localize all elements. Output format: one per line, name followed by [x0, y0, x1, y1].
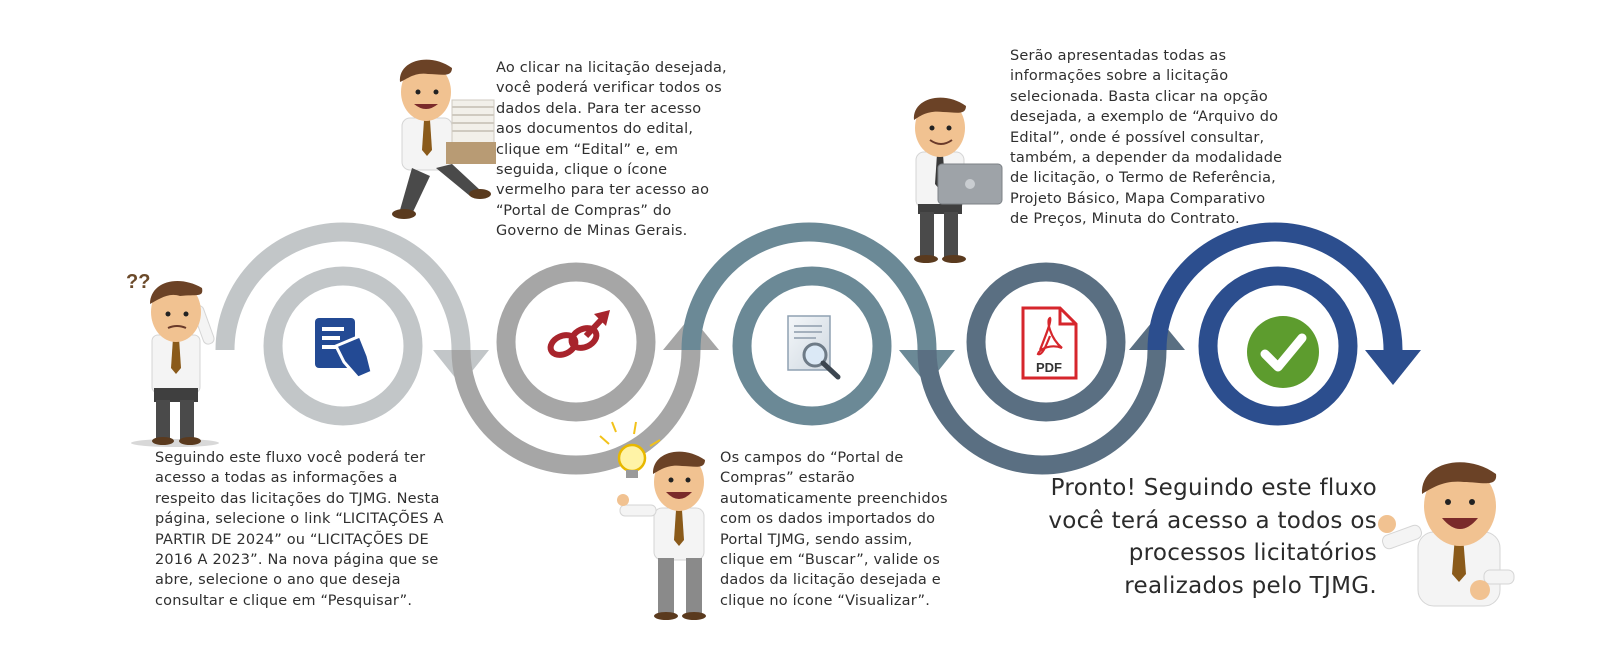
step-1-description: Seguindo este fluxo você poderá ter aces… — [155, 448, 475, 611]
businessman-with-laptop-illustration — [914, 98, 1002, 263]
thumbs-up-businessman-illustration — [1378, 462, 1514, 606]
question-marks-icon: ?? — [126, 271, 150, 293]
flow-arrowhead — [1365, 350, 1421, 385]
pdf-icon-label: PDF — [1036, 360, 1062, 375]
flow-step-5 — [1157, 232, 1421, 416]
step-3-description: Os campos do “Portal de Compras” estarão… — [720, 448, 980, 611]
confused-businessman-illustration: ?? — [126, 271, 219, 447]
flow-step-4: PDF — [927, 272, 1185, 465]
final-message: Pronto! Seguindo este fluxo você terá ac… — [1020, 472, 1377, 602]
step-4-description: Serão apresentadas todas as informações … — [1010, 46, 1310, 230]
pdf-icon: PDF — [1023, 308, 1076, 378]
check-icon — [1247, 316, 1319, 388]
step-2-description: Ao clicar na licitação desejada, você po… — [496, 58, 746, 242]
flow-step-1 — [225, 232, 489, 416]
document-magnifier-icon — [788, 316, 838, 377]
flow-step-2 — [461, 272, 719, 465]
businessman-carrying-papers-illustration — [392, 60, 496, 219]
